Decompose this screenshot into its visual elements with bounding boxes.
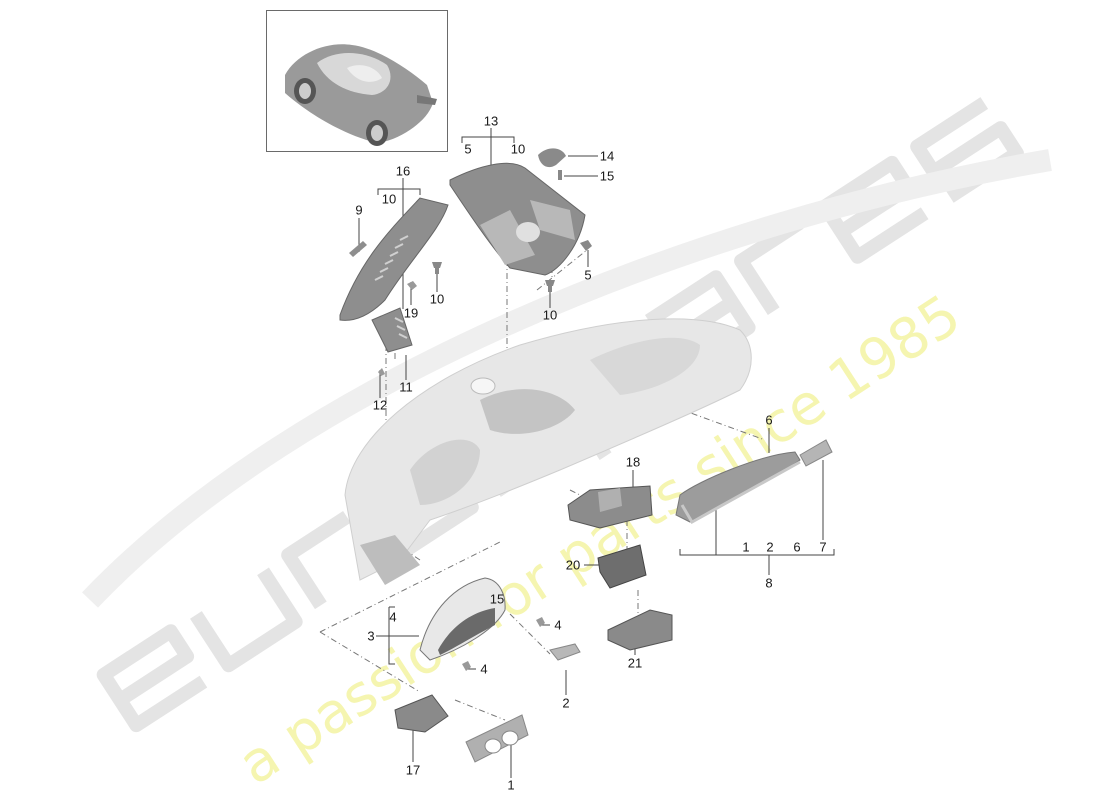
callout-8-sub-1: 1 <box>742 539 750 555</box>
callout-5: 5 <box>584 267 592 283</box>
callout-11: 11 <box>399 379 413 395</box>
callout-3: 3 <box>367 628 375 644</box>
callout-14: 14 <box>599 148 615 164</box>
callout-8-sub-2: 2 <box>766 539 774 555</box>
callout-16-sub-10: 10 <box>381 191 397 207</box>
callout-1: 1 <box>507 777 515 793</box>
callout-15-bottom: 15 <box>489 591 505 607</box>
callout-12: 12 <box>372 397 388 413</box>
callout-17: 17 <box>405 762 421 778</box>
callout-4-lower: 4 <box>480 661 488 677</box>
callout-13-sub-10: 10 <box>510 141 526 157</box>
callout-4-upper: 4 <box>554 617 562 633</box>
car-thumbnail-icon <box>285 44 437 146</box>
callout-6: 6 <box>765 412 773 428</box>
callout-10-left: 10 <box>429 291 445 307</box>
callout-13: 13 <box>483 113 499 129</box>
callout-8: 8 <box>765 575 773 591</box>
callout-8-sub-6: 6 <box>793 539 801 555</box>
callout-10-right: 10 <box>542 307 558 323</box>
callout-2: 2 <box>562 695 570 711</box>
callout-18: 18 <box>625 454 641 470</box>
callout-20: 20 <box>565 557 581 573</box>
callout-15-top: 15 <box>599 168 615 184</box>
callout-3-sub-4: 4 <box>389 609 397 625</box>
callout-8-sub-7: 7 <box>819 539 827 555</box>
callout-21: 21 <box>627 655 643 671</box>
callout-9: 9 <box>355 202 363 218</box>
callout-19: 19 <box>403 305 419 321</box>
vehicle-thumbnail <box>266 10 448 152</box>
callout-13-sub-5: 5 <box>464 141 472 157</box>
callout-16: 16 <box>395 163 411 179</box>
